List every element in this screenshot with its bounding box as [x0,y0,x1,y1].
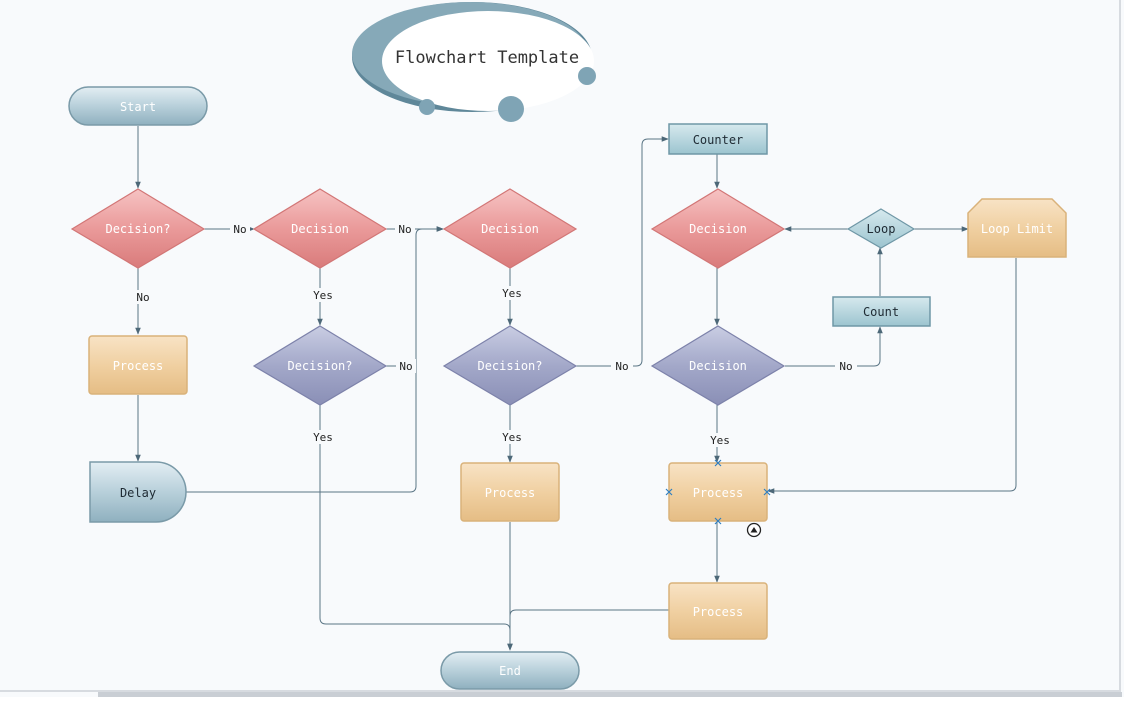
edge-label: Yes [313,289,333,302]
node-label: End [499,664,521,678]
node-label: Loop Limit [981,222,1053,236]
edge-d6-counter [576,136,669,367]
node-process-2[interactable]: Process [665,459,771,525]
node-label: Decision [689,222,747,236]
node-process-1[interactable]: Process [88,335,188,395]
node-loop-limit[interactable]: Loop Limit [967,198,1067,258]
edge-label: No [399,360,412,373]
edge-d5-d3 [386,235,417,367]
node-label: Start [120,100,156,114]
node-start[interactable]: Start [68,86,208,126]
node-label: Decision? [105,222,170,236]
node-decision-1[interactable]: Decision? [70,188,206,269]
edge-label: No [398,223,411,236]
node-label: Process [485,486,536,500]
node-label: Decision [689,359,747,373]
node-label: Process [693,605,744,619]
node-label: Process [693,486,744,500]
node-loop[interactable]: Loop [846,208,916,249]
node-decision-5[interactable]: Decision? [252,325,388,406]
node-delay[interactable]: Delay [89,461,187,523]
edge-label: Yes [313,431,333,444]
edge-label: No [615,360,628,373]
node-label: Process [113,359,164,373]
node-label: Loop [867,222,896,236]
node-label: Delay [120,486,156,500]
node-decision-7[interactable]: Decision [650,325,786,406]
edge-label: Yes [502,287,522,300]
node-counter[interactable]: Counter [668,123,768,155]
node-label: Decision? [477,359,542,373]
node-label: Decision [291,222,349,236]
connection-point-right[interactable] [763,488,771,496]
title-bubble: Flowchart Template [352,2,596,122]
edge-label: No [136,291,149,304]
bubble-dot [498,96,524,122]
edge-limit-p2 [767,258,1017,494]
node-decision-2[interactable]: Decision [252,188,388,269]
edge-labels: No No No Yes Yes No Yes No Yes No Yes [132,222,857,447]
connection-point-left[interactable] [665,488,673,496]
connection-point-top[interactable] [714,459,722,467]
node-label: Decision? [287,359,352,373]
edge-label: Yes [710,434,730,447]
diagram-title: Flowchart Template [395,48,579,68]
bubble-dot [578,67,596,85]
node-label: Decision [481,222,539,236]
edge-label: No [839,360,852,373]
horizontal-scrollbar[interactable] [98,692,1122,697]
node-process-3[interactable]: Process [460,462,560,522]
node-decision-3[interactable]: Decision [442,188,578,269]
selection-handles[interactable] [665,459,771,525]
edge-label: No [233,223,246,236]
edge-label: Yes [502,431,522,444]
edge-d5-end [319,405,513,651]
node-decision-4[interactable]: Decision [650,188,786,269]
connectors [135,126,1017,651]
node-decision-6[interactable]: Decision? [442,325,578,406]
node-label: Counter [693,133,744,147]
edge-p4-end [509,609,669,630]
node-process-4[interactable]: Process [668,582,768,640]
edge-d7-count [785,326,883,367]
connection-point-bottom[interactable] [714,517,722,525]
node-count[interactable]: Count [832,296,931,327]
floating-action-up-icon[interactable] [746,522,762,538]
bubble-dot [419,99,435,115]
node-label: Count [863,305,899,319]
node-end[interactable]: End [440,651,580,690]
